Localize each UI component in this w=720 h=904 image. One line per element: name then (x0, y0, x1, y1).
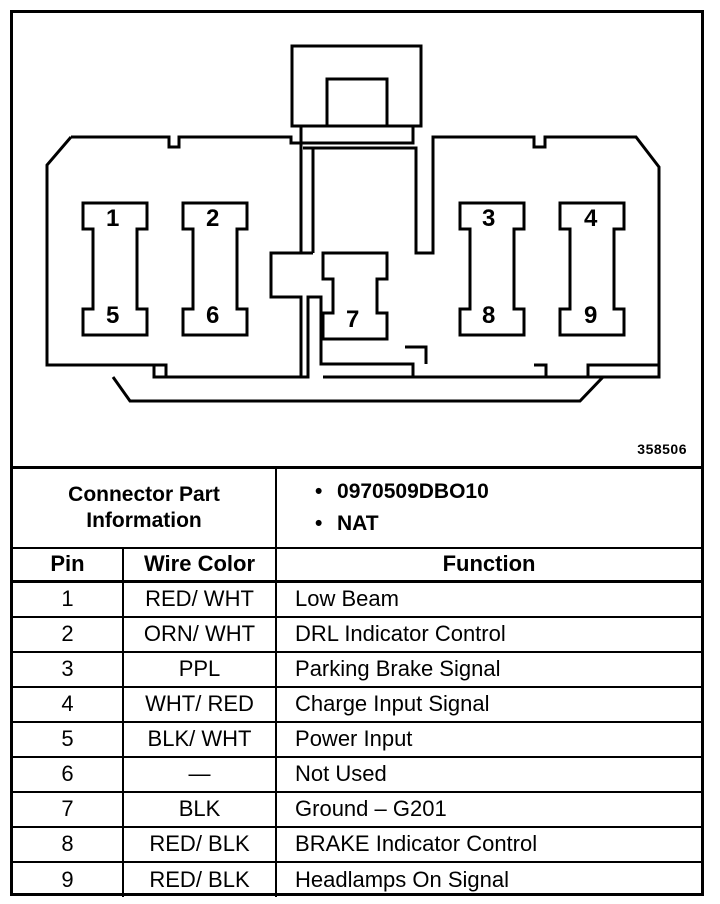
cavity-3-8 (458, 201, 526, 337)
cell-function: Parking Brake Signal (275, 650, 702, 688)
cell-function: BRAKE Indicator Control (275, 825, 702, 863)
cell-wire-color: ORN/ WHT (121, 615, 278, 653)
cell-function: DRL Indicator Control (275, 615, 702, 653)
connector-skirt (111, 375, 605, 403)
cell-wire-color: PPL (121, 650, 278, 688)
cell-pin: 6 (13, 755, 124, 793)
cell-wire-color: WHT/ RED (121, 685, 278, 723)
connector-face-diagram: 1 2 3 4 5 6 7 8 9 (45, 44, 661, 403)
figure-number: 358506 (637, 441, 687, 457)
connector-info-item: •NAT (315, 511, 379, 535)
cavity-4-9 (558, 201, 626, 337)
pin-label-1: 1 (106, 205, 119, 232)
header-pin: Pin (13, 546, 124, 583)
cell-wire-color: BLK (121, 790, 278, 828)
cell-function: Ground – G201 (275, 790, 702, 828)
pin-label-6: 6 (206, 302, 219, 329)
cell-pin: 3 (13, 650, 124, 688)
cavity-1-5 (81, 201, 149, 337)
cell-wire-color: RED/ BLK (121, 825, 278, 863)
bottom-tab (405, 345, 428, 364)
connector-housing (45, 135, 661, 379)
connector-info-row: Connector Part Information •0970509DBO10… (13, 466, 702, 549)
cell-pin: 8 (13, 825, 124, 863)
cell-pin: 1 (13, 580, 124, 618)
cavity-2-6 (181, 201, 249, 337)
cell-function: Not Used (275, 755, 702, 793)
cell-wire-color: — (121, 755, 278, 793)
latch-window (325, 77, 389, 128)
pin-label-3: 3 (482, 205, 495, 232)
pin-label-8: 8 (482, 302, 495, 329)
cell-wire-color: BLK/ WHT (121, 720, 278, 758)
connector-latch (290, 44, 423, 145)
cell-function: Power Input (275, 720, 702, 758)
pin-label-5: 5 (106, 302, 119, 329)
cell-wire-color: RED/ BLK (121, 860, 278, 897)
cell-function: Low Beam (275, 580, 702, 618)
pin-label-2: 2 (206, 205, 219, 232)
cavity-7 (321, 251, 389, 341)
pin-label-7: 7 (346, 306, 359, 333)
header-wire-color: Wire Color (121, 546, 278, 583)
cell-function: Headlamps On Signal (275, 860, 702, 897)
header-function: Function (275, 546, 702, 583)
cell-pin: 2 (13, 615, 124, 653)
cell-pin: 9 (13, 860, 124, 897)
pin-label-4: 4 (584, 205, 598, 232)
pin-table: Connector Part Information •0970509DBO10… (13, 466, 702, 897)
connector-info-list: •0970509DBO10 •NAT (275, 466, 702, 549)
cell-pin: 7 (13, 790, 124, 828)
cell-pin: 5 (13, 720, 124, 758)
connector-info-item: •0970509DBO10 (315, 479, 489, 503)
connector-info-label: Connector Part Information (13, 466, 278, 549)
pin-label-9: 9 (584, 302, 597, 329)
table-row: 6—Not Used (13, 755, 702, 793)
table-header-row: Pin Wire Color Function (13, 546, 702, 583)
cell-pin: 4 (13, 685, 124, 723)
cell-wire-color: RED/ WHT (121, 580, 278, 618)
cell-function: Charge Input Signal (275, 685, 702, 723)
